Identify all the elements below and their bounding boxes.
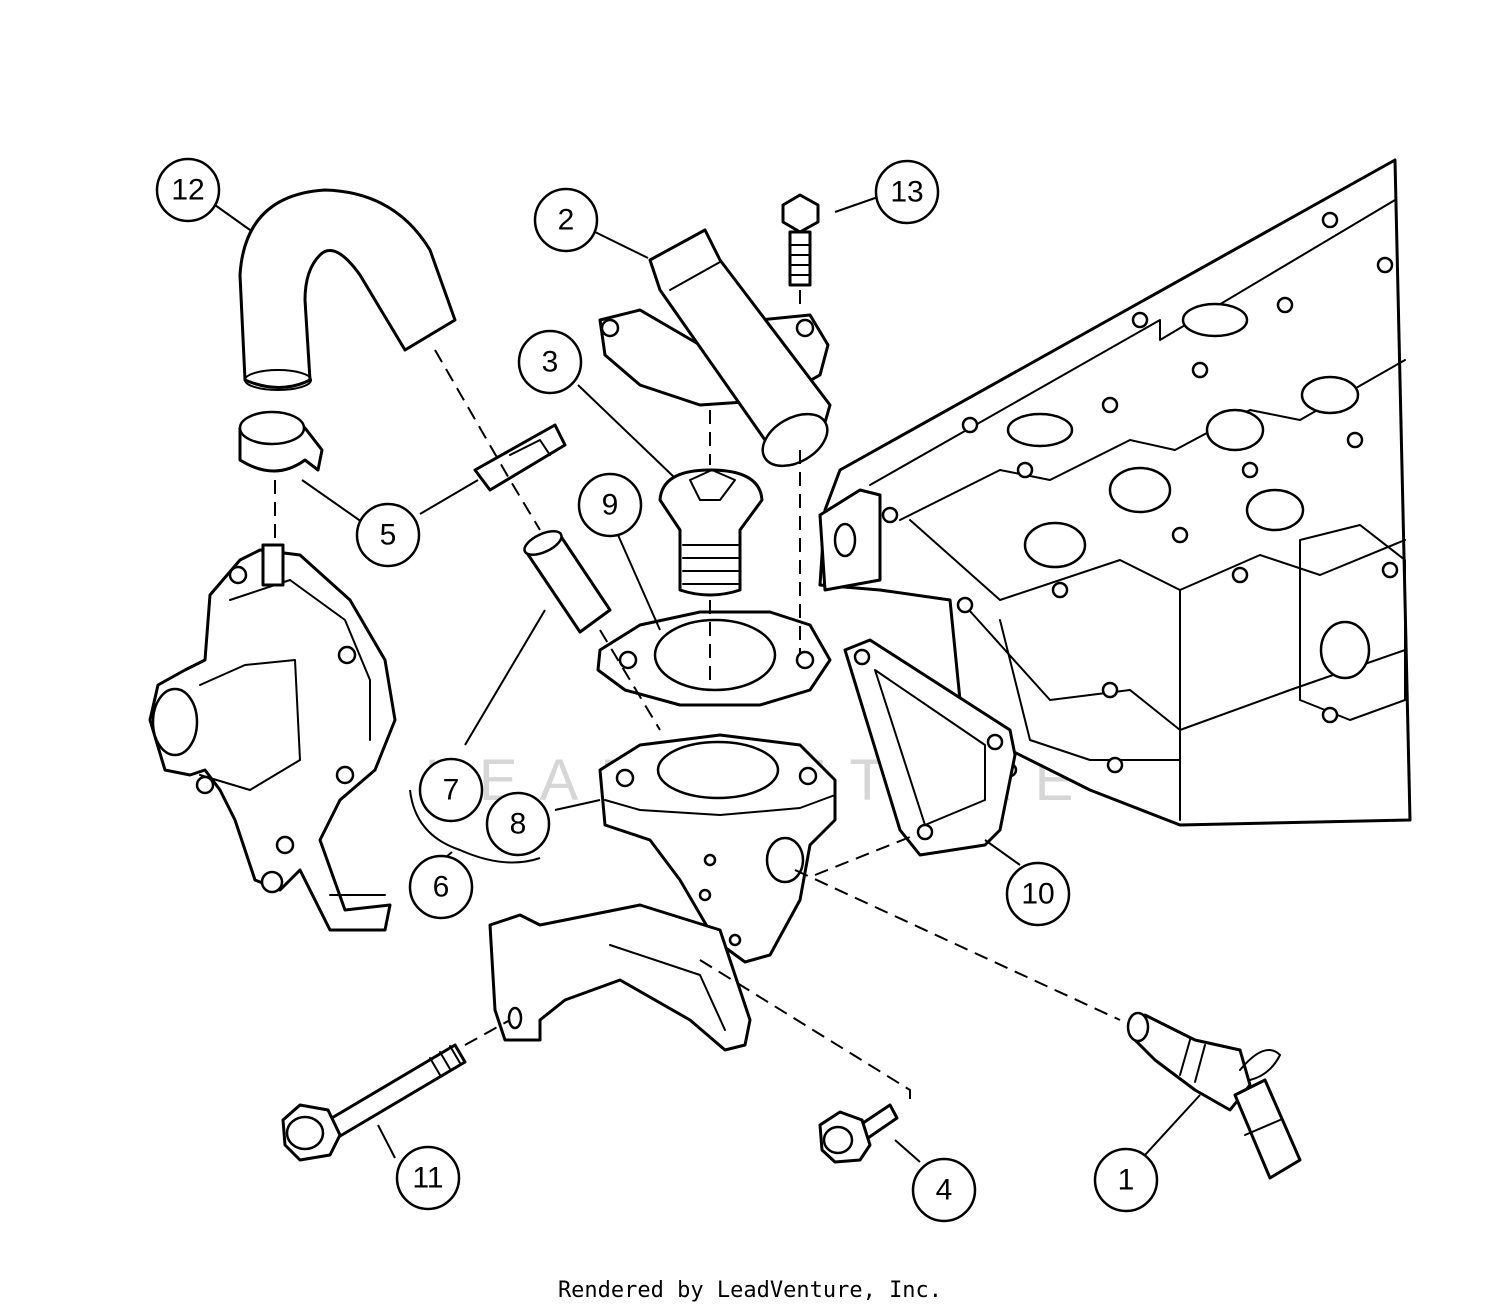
callout-5: 5	[355, 502, 421, 568]
callout-13-label: 13	[890, 176, 923, 209]
callout-1: 1	[1093, 1147, 1159, 1213]
long-bolt-part-11	[281, 1043, 467, 1162]
bolt-part-4	[818, 1103, 899, 1164]
callout-10-label: 10	[1021, 878, 1054, 911]
thermostat-housing-part-8	[598, 733, 837, 964]
clip-part-5	[473, 423, 567, 492]
hose-part-12	[238, 188, 457, 391]
callout-4: 4	[911, 1157, 977, 1223]
hose-clamp-part-5	[238, 410, 324, 473]
callout-1-label: 1	[1118, 1164, 1135, 1197]
callout-2-label: 2	[558, 204, 575, 237]
thermostat-part-3	[658, 468, 764, 597]
callout-9: 9	[577, 472, 643, 538]
thermostat-cover-part-2	[598, 228, 832, 468]
callout-8-label: 8	[510, 808, 527, 841]
callout-5-label: 5	[380, 519, 397, 552]
assembly-lines	[274, 290, 1121, 1105]
callout-3: 3	[517, 329, 583, 395]
callout-13: 13	[874, 159, 940, 225]
callout-11-label: 11	[412, 1162, 443, 1195]
footer-credit: Rendered by LeadVenture, Inc.	[557, 1278, 943, 1303]
callout-10: 10	[1005, 861, 1071, 927]
callout-9-label: 9	[602, 489, 619, 522]
bolt-part-13	[781, 193, 820, 287]
gasket-part-10	[843, 638, 1017, 857]
leader-lines	[214, 196, 1201, 1163]
callout-4-label: 4	[936, 1174, 953, 1207]
bracket	[488, 903, 752, 1052]
bypass-pipe-part-7	[523, 530, 612, 634]
callout-11: 11	[395, 1145, 461, 1211]
gasket-part-9	[596, 610, 832, 707]
callout-6: 6	[408, 854, 474, 920]
callout-7: 7	[418, 757, 484, 823]
callout-8: 8	[485, 791, 551, 857]
callout-6-label: 6	[433, 871, 450, 904]
temperature-sensor-part-1	[1126, 1011, 1302, 1180]
callout-12: 12	[155, 157, 221, 223]
callout-3-label: 3	[542, 346, 559, 379]
callout-7-label: 7	[443, 774, 460, 807]
cylinder-head	[818, 158, 1412, 827]
callout-12-label: 12	[171, 174, 204, 207]
callout-2: 2	[533, 187, 599, 253]
water-pump	[148, 543, 397, 932]
